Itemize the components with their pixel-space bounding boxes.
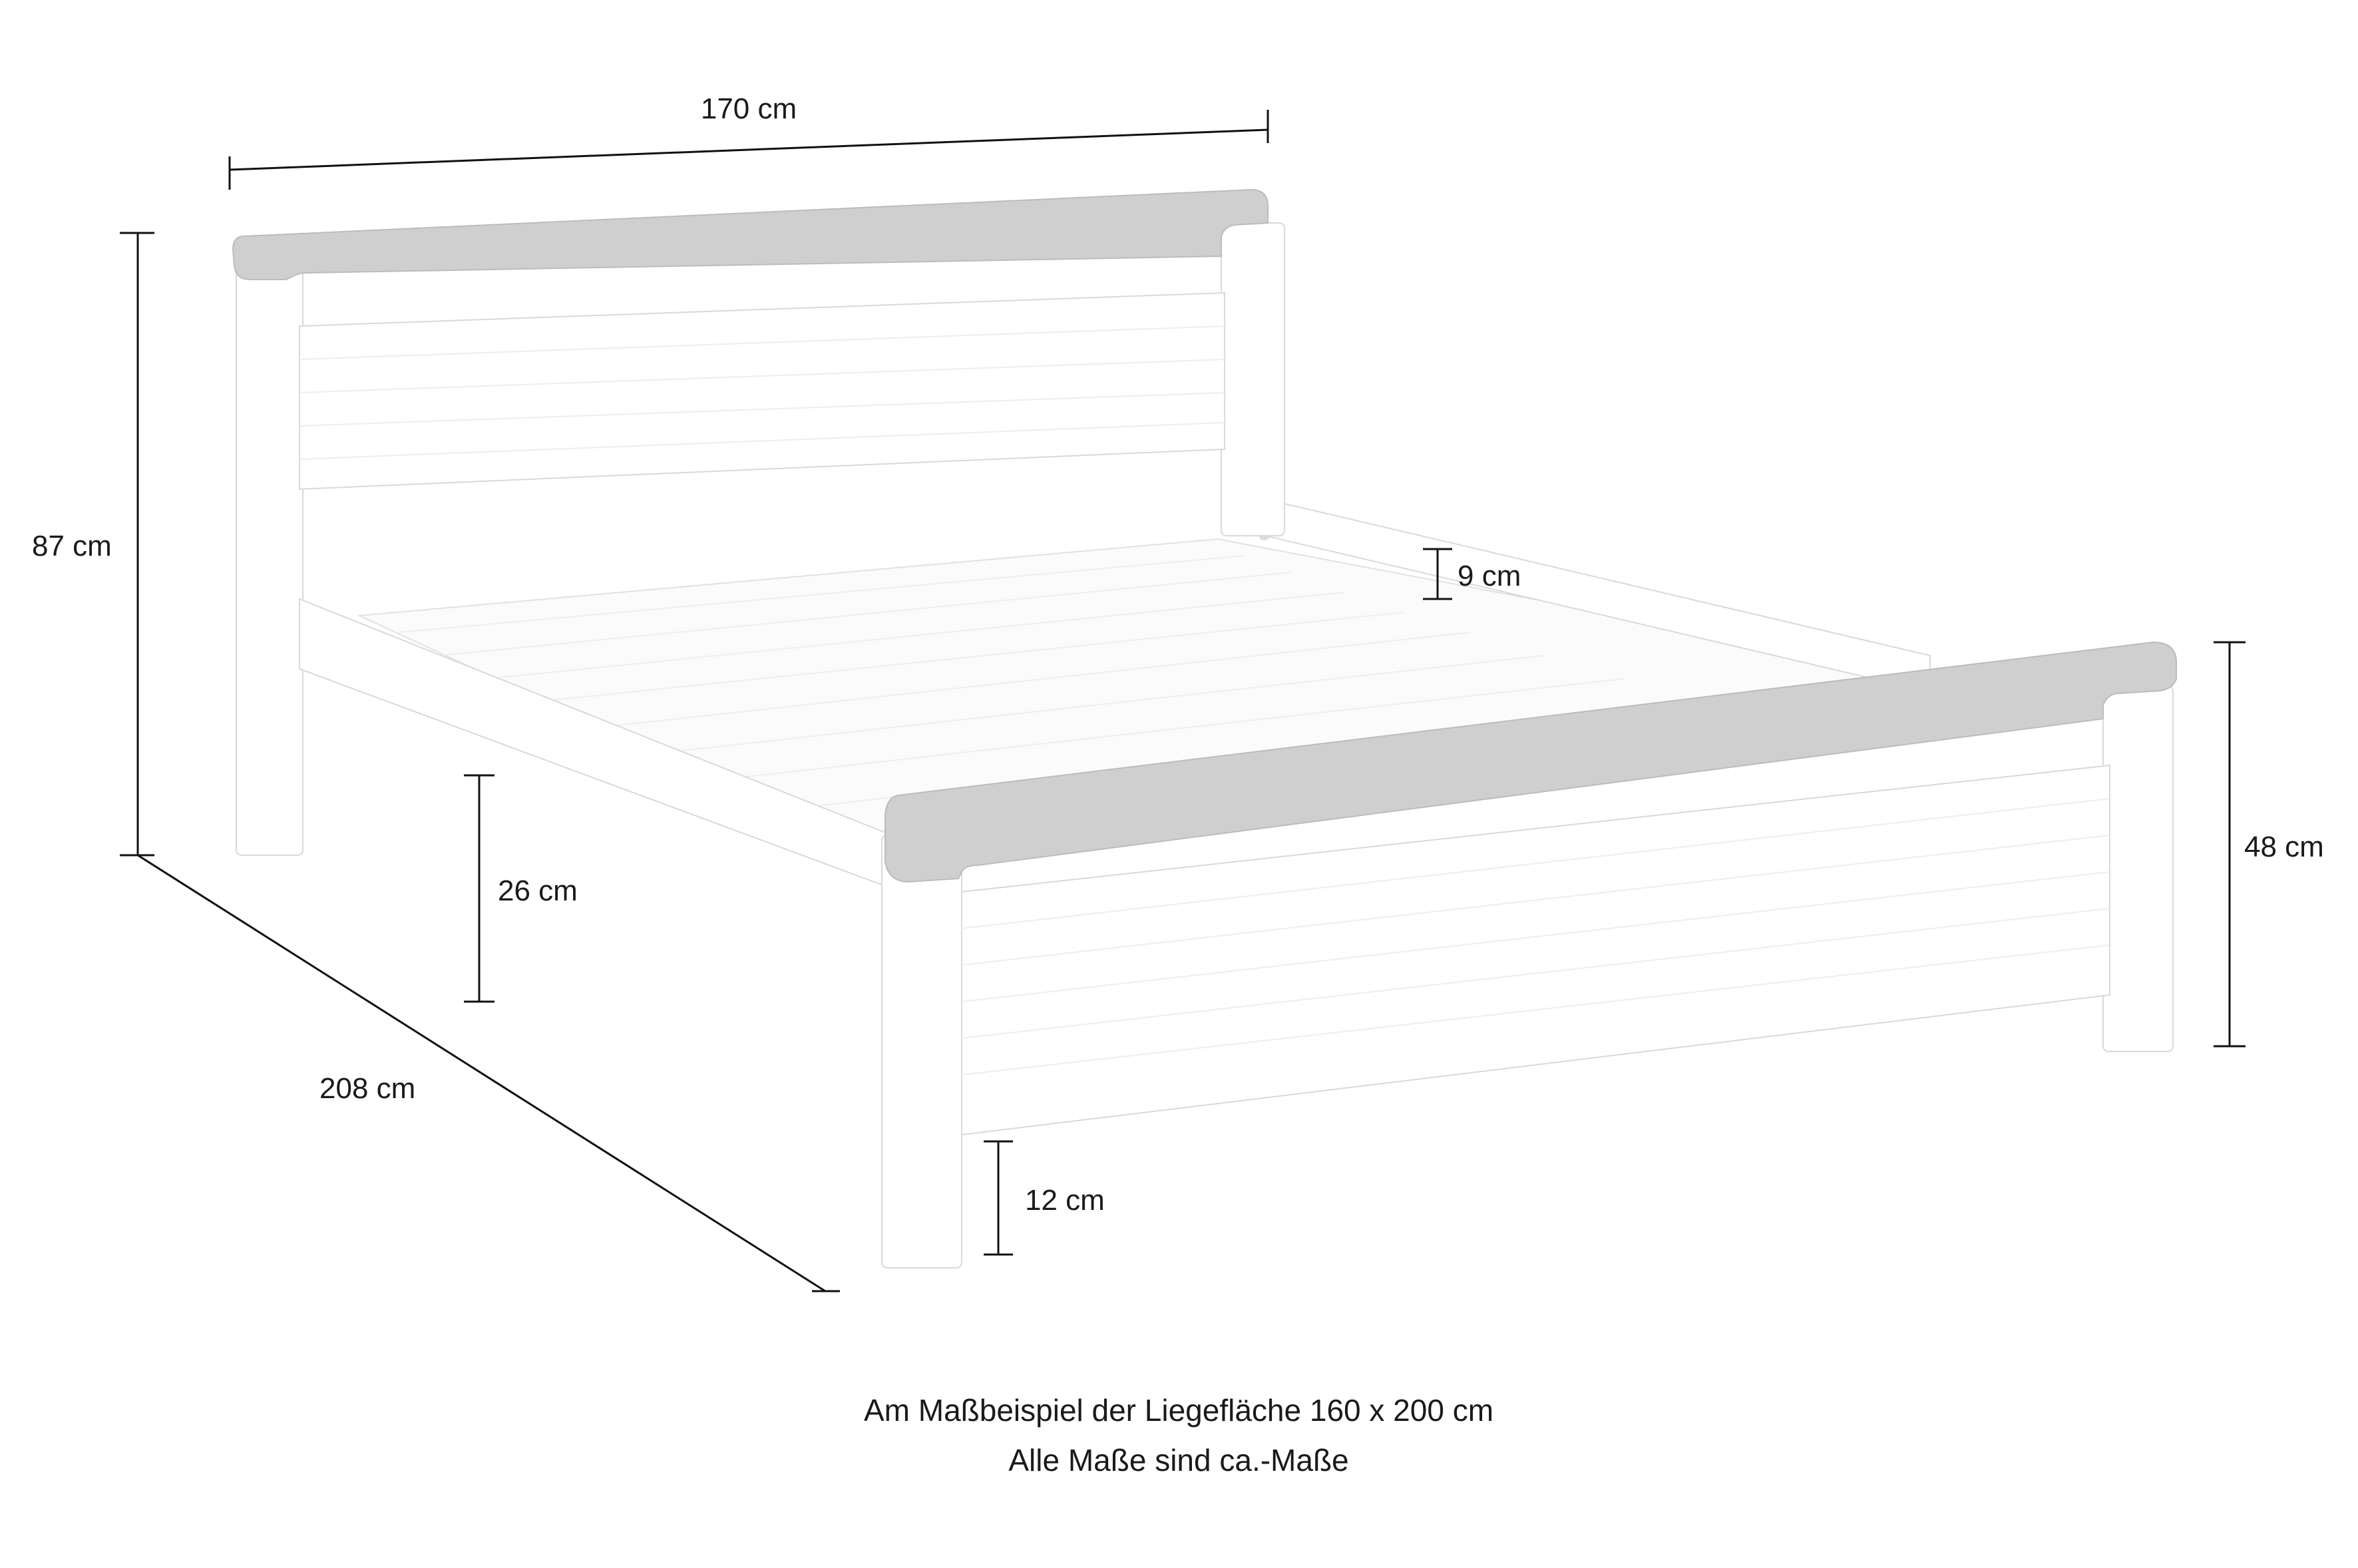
- dimension-labels: 170 cm 87 cm 208 cm 26 cm 9 cm 48 cm 12 …: [32, 93, 2324, 1217]
- dimension-lines: [120, 110, 2246, 1292]
- footboard: [881, 641, 2177, 1269]
- footboard-left-post: [881, 835, 962, 1269]
- headboard-left-post: [236, 256, 303, 856]
- footboard-height-label: 48 cm: [2244, 831, 2324, 863]
- height-label: 87 cm: [32, 530, 112, 562]
- caption-line-2: Alle Maße sind ca.-Maße: [1008, 1443, 1348, 1477]
- frame-height-dimension: [1423, 548, 1452, 600]
- foot-clearance-label: 12 cm: [1025, 1184, 1105, 1217]
- caption-line-1: Am Maßbeispiel der Liegefläche 160 x 200…: [864, 1393, 1493, 1428]
- height-dimension: [120, 232, 154, 857]
- width-label: 170 cm: [701, 93, 797, 125]
- headboard-right-post: [1221, 222, 1285, 536]
- side-rail-clearance-dimension: [464, 774, 494, 1003]
- foot-clearance-dimension: [984, 1140, 1013, 1256]
- caption: Am Maßbeispiel der Liegefläche 160 x 200…: [864, 1393, 1493, 1477]
- frame-height-label: 9 cm: [1458, 560, 1521, 592]
- headboard: [232, 188, 1285, 856]
- width-dimension: [228, 110, 1269, 190]
- footboard-right-post: [2102, 685, 2174, 1052]
- side-rail-clearance-label: 26 cm: [498, 875, 578, 907]
- depth-dimension: [126, 854, 840, 1292]
- headboard-panel: [299, 292, 1225, 490]
- footboard-cap: [884, 641, 2177, 883]
- bed-illustration: [232, 188, 2177, 1269]
- depth-label: 208 cm: [319, 1072, 415, 1105]
- headboard-cap: [232, 188, 1269, 280]
- footboard-height-dimension: [2214, 641, 2246, 1048]
